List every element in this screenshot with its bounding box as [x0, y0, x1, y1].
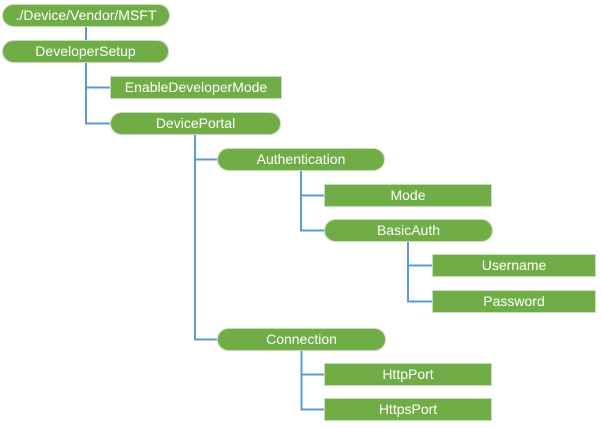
- node-label: Connection: [266, 331, 337, 347]
- node-label: DeveloperSetup: [35, 43, 136, 59]
- connector-deviceportal-children: [194, 135, 217, 341]
- node-developer-setup: DeveloperSetup: [2, 40, 169, 63]
- node-label: Username: [481, 257, 547, 273]
- node-label: Password: [483, 293, 545, 309]
- connector-connection-children: [300, 351, 324, 411]
- node-label: ./Device/Vendor/MSFT: [15, 7, 157, 23]
- node-http-port: HttpPort: [324, 363, 492, 386]
- node-label: EnableDeveloperMode: [124, 79, 268, 95]
- node-https-port: HttpsPort: [324, 398, 492, 421]
- node-device-portal: DevicePortal: [110, 112, 281, 135]
- node-password: Password: [432, 290, 596, 313]
- connector-authentication-children: [300, 171, 324, 232]
- node-mode: Mode: [324, 184, 492, 207]
- node-label: BasicAuth: [376, 222, 441, 238]
- connector-developersetup-children: [85, 62, 110, 125]
- node-authentication: Authentication: [217, 148, 385, 171]
- node-label: DevicePortal: [155, 115, 236, 131]
- node-basic-auth: BasicAuth: [324, 219, 493, 242]
- node-root: ./Device/Vendor/MSFT: [2, 4, 170, 27]
- node-connection: Connection: [217, 328, 386, 351]
- node-label: Authentication: [256, 151, 346, 167]
- node-label: Mode: [390, 187, 426, 203]
- node-label: HttpsPort: [378, 401, 438, 417]
- node-enable-developer-mode: EnableDeveloperMode: [110, 76, 282, 99]
- connector-basicauth-children: [407, 242, 432, 303]
- node-username: Username: [432, 254, 596, 277]
- node-label: HttpPort: [382, 366, 434, 382]
